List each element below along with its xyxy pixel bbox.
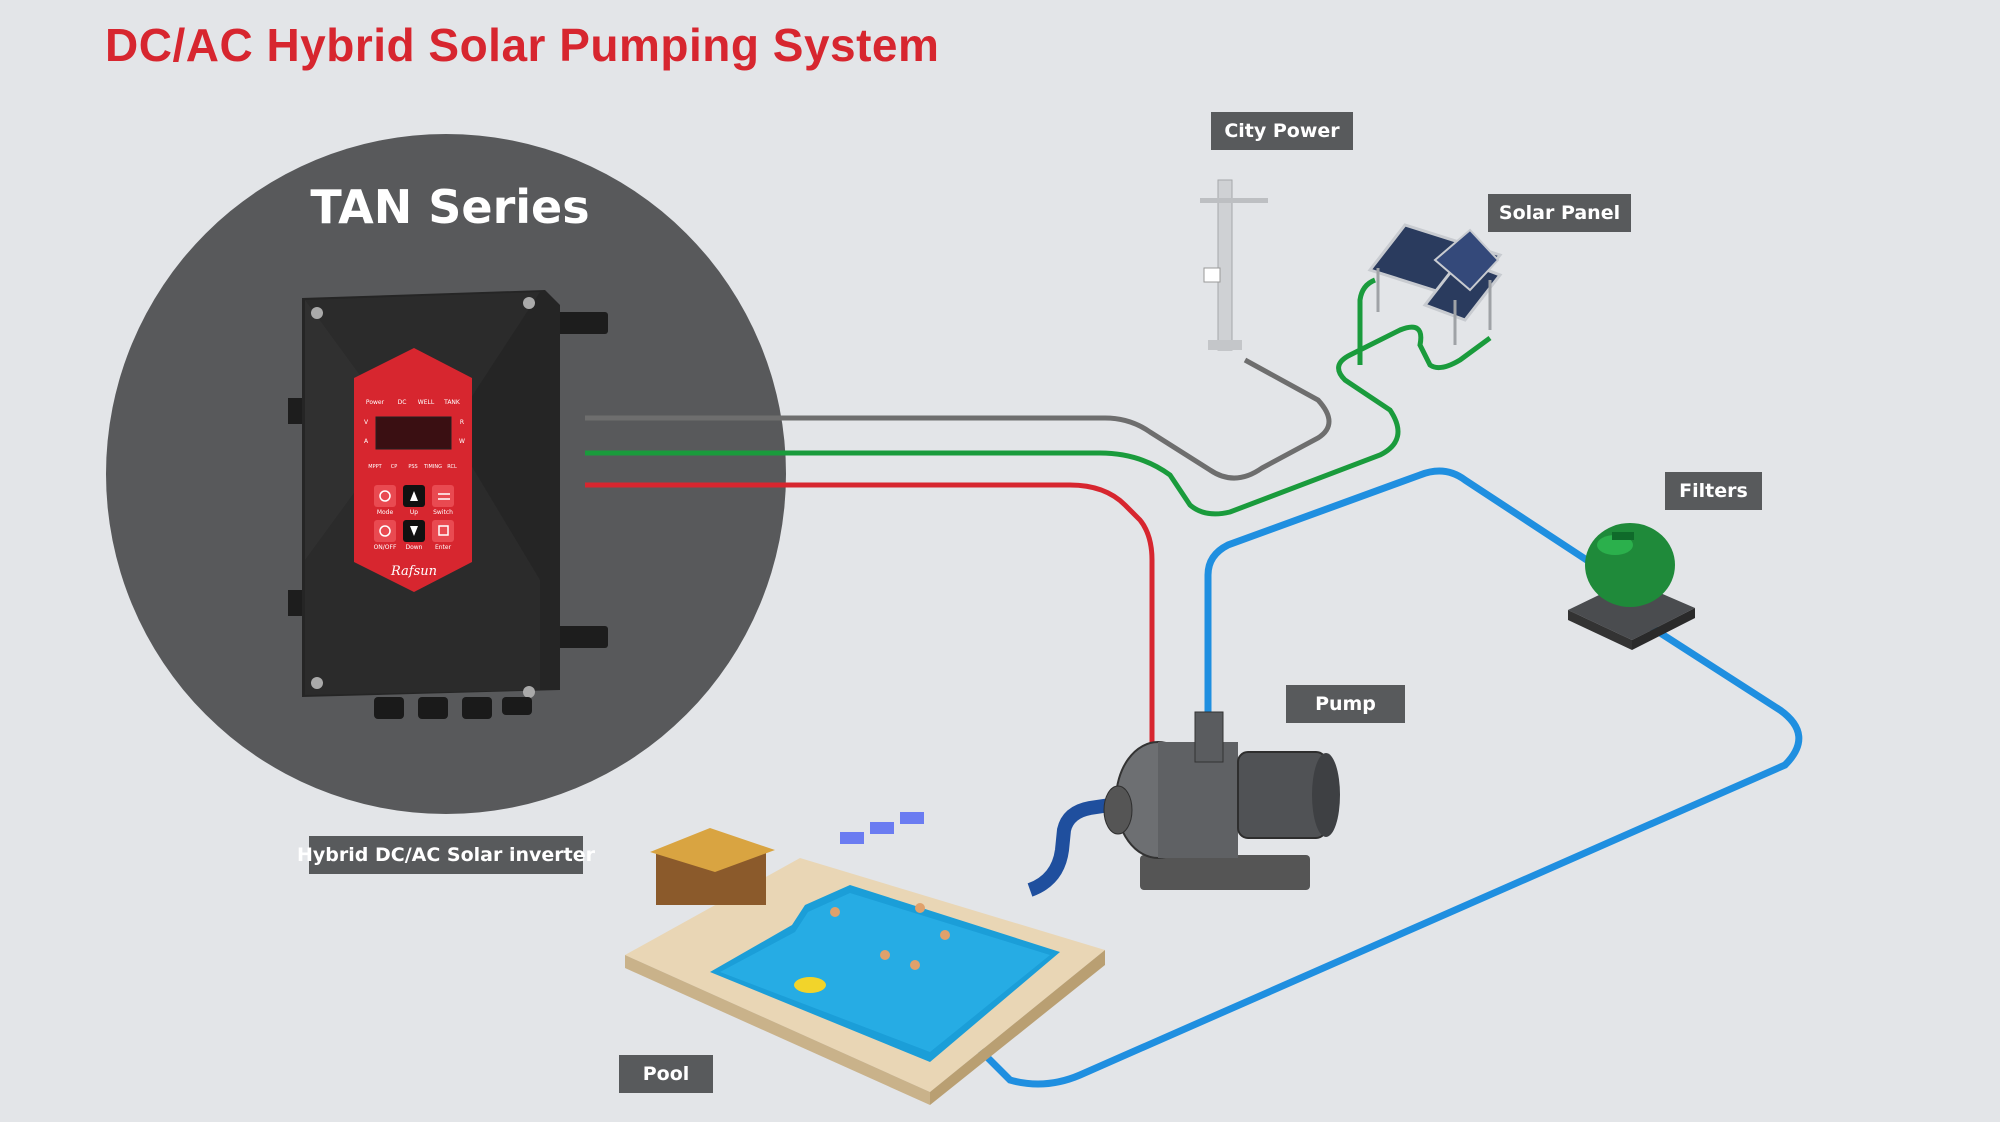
grey-city-power-wire — [585, 357, 1332, 481]
blue-pipe-filter-to-pool — [957, 617, 1803, 1088]
lcd-display — [375, 416, 452, 450]
label-pump: Pump — [1286, 685, 1405, 723]
label-city-power: City Power — [1211, 112, 1353, 150]
inverter-device — [288, 290, 608, 719]
blue-pipe-pump-to-filter — [1204, 467, 1642, 720]
side-label-w: W — [459, 438, 465, 445]
side-label-v: V — [364, 419, 369, 426]
indicator-power: Power — [366, 399, 385, 406]
button-label-down: Down — [405, 544, 422, 551]
solar-panel-array — [1367, 223, 1503, 345]
green-solar-wire-branch — [1357, 277, 1377, 365]
side-label-a: A — [364, 438, 369, 445]
indicator-rcl: RCL — [447, 464, 457, 470]
indicator-mppt: MPPT — [368, 464, 382, 470]
pump-inlet-hose — [1027, 798, 1112, 897]
filter-tank — [1568, 523, 1695, 650]
enter-icon — [438, 525, 449, 536]
indicator-pss: PSS — [408, 464, 417, 470]
green-solar-wire — [585, 324, 1492, 517]
water-pump — [1103, 711, 1340, 890]
side-label-r: R — [460, 419, 464, 426]
button-label-enter: Enter — [435, 544, 452, 551]
indicator-timing: TIMING — [423, 464, 442, 470]
indicator-cp: CP — [391, 464, 398, 470]
button-label-up: Up — [410, 509, 418, 516]
label-pool: Pool — [619, 1055, 713, 1093]
label-inverter: Hybrid DC/AC Solar inverter — [297, 836, 595, 874]
label-filters: Filters — [1665, 472, 1762, 510]
indicator-well: WELL — [418, 399, 435, 406]
control-panel-face — [354, 348, 472, 592]
power-icon — [379, 525, 391, 537]
button-label-on-off: ON/OFF — [374, 544, 397, 551]
up-triangle-icon — [410, 491, 418, 501]
label-solar-panel: Solar Panel — [1488, 194, 1631, 232]
indicator-dc: DC — [398, 399, 407, 406]
button-label-switch: Switch — [433, 509, 453, 516]
brand-logo: Rafsun — [390, 564, 437, 579]
red-power-wire — [585, 482, 1155, 760]
swimming-pool — [625, 812, 1105, 1105]
switch-icon — [438, 493, 450, 500]
page-title: DC/AC Hybrid Solar Pumping System — [105, 19, 940, 71]
button-label-mode: Mode — [377, 509, 394, 516]
gear-icon — [379, 490, 391, 502]
down-triangle-icon — [410, 526, 418, 536]
city-power-pole — [1200, 179, 1268, 351]
series-title: TAN Series — [310, 180, 590, 234]
indicator-tank: TANK — [443, 399, 461, 406]
